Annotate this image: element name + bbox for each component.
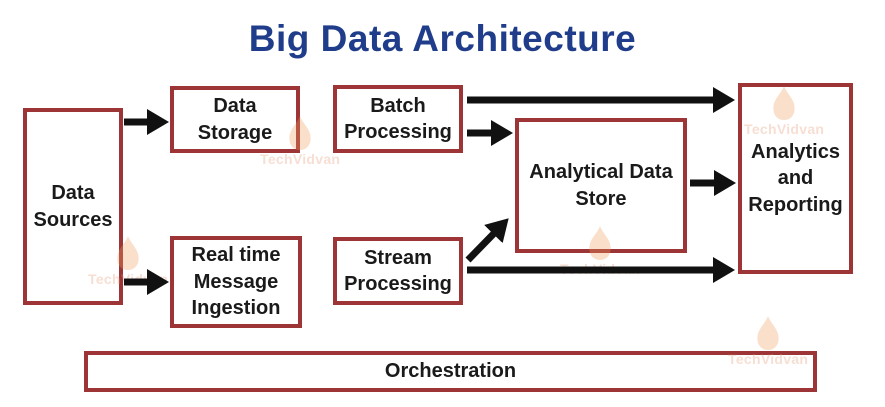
flame-logo-icon [757,316,779,350]
node-realtime-message-ingestion: Real time Message Ingestion [170,236,302,328]
node-data-storage-label: Data Storage [197,95,273,144]
node-data-sources: Data Sources [23,108,123,305]
diagram-title: Big Data Architecture [248,18,637,59]
node-stream-processing-label: Stream Processing [344,246,452,295]
node-orchestration-label: Orchestration [384,360,517,383]
node-realtime-message-ingestion-label: Real time Message Ingestion [191,244,281,320]
node-stream-processing: Stream Processing [333,237,463,305]
watermark-text: TechVidvan [560,261,641,277]
node-orchestration: Orchestration [84,351,817,392]
node-data-sources-label: Data Sources [33,182,113,231]
node-analytical-data-store: Analytical Data Store [515,118,687,253]
node-batch-processing-label: Batch Processing [344,94,452,143]
node-analytical-data-store-label: Analytical Data Store [529,161,673,210]
node-batch-processing: Batch Processing [333,85,463,153]
arrow-stream-processing-to-analytical-data-store [465,218,509,263]
watermark-text: TechVidvan [260,151,341,167]
node-data-storage: Data Storage [170,86,300,153]
node-analytics-and-reporting-label: Analytics and Reporting [748,140,843,216]
node-analytics-and-reporting: Analytics and Reporting [738,83,853,274]
